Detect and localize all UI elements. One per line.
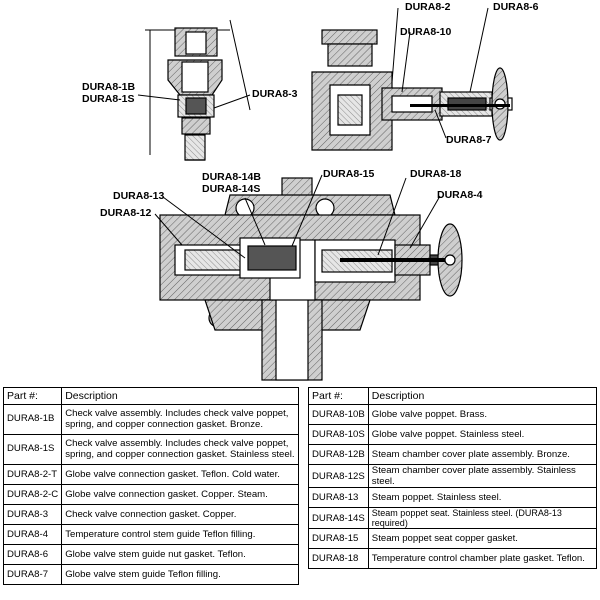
callout-dura8-7: DURA8-7 bbox=[446, 134, 492, 146]
callout-dura8-14s: DURA8-14S bbox=[202, 183, 261, 195]
part-description: Steam chamber cover plate assembly. Bron… bbox=[367, 444, 598, 465]
globe-valve-detail bbox=[311, 29, 513, 151]
callout-dura8-3: DURA8-3 bbox=[252, 88, 298, 100]
part-description: Globe valve connection gasket. Teflon. C… bbox=[61, 464, 299, 485]
part-number: DURA8-2-C bbox=[2, 484, 63, 505]
callout-dura8-6: DURA8-6 bbox=[493, 1, 539, 13]
part-description: Globe valve poppet. Brass. bbox=[367, 404, 598, 425]
header-part: Part #: bbox=[2, 387, 63, 405]
part-description: Check valve connection gasket. Copper. bbox=[61, 504, 299, 525]
callout-dura8-12: DURA8-12 bbox=[100, 207, 152, 219]
part-number: DURA8-13 bbox=[308, 487, 369, 508]
callout-dura8-13: DURA8-13 bbox=[113, 190, 165, 202]
part-description: Temperature control chamber plate gasket… bbox=[367, 548, 598, 569]
part-number: DURA8-10S bbox=[308, 424, 369, 445]
table-header: Part #: Description bbox=[308, 387, 598, 405]
part-number: DURA8-12B bbox=[308, 444, 369, 465]
part-number: DURA8-6 bbox=[2, 544, 63, 565]
part-description: Check valve assembly. Includes check val… bbox=[61, 404, 299, 435]
part-number: DURA8-12S bbox=[308, 464, 369, 488]
part-number: DURA8-18 bbox=[308, 548, 369, 569]
main-assembly bbox=[159, 177, 463, 381]
part-description: Globe valve connection gasket. Copper. S… bbox=[61, 484, 299, 505]
header-description: Description bbox=[367, 387, 598, 405]
part-number: DURA8-4 bbox=[2, 524, 63, 545]
part-description: Steam chamber cover plate assembly. Stai… bbox=[367, 464, 598, 488]
part-description: Globe valve stem guide nut gasket. Teflo… bbox=[61, 544, 299, 565]
header-part: Part #: bbox=[308, 387, 369, 405]
part-description: Steam poppet seat. Stainless steel. (DUR… bbox=[367, 507, 598, 529]
callout-dura8-4: DURA8-4 bbox=[437, 189, 483, 201]
table-header: Part #: Description bbox=[2, 387, 299, 405]
part-number: DURA8-14S bbox=[308, 507, 369, 529]
valve-cross-section-diagram bbox=[137, 7, 513, 381]
part-description: Temperature control stem guide Teflon fi… bbox=[61, 524, 299, 545]
callout-dura8-2: DURA8-2 bbox=[405, 1, 451, 13]
part-number: DURA8-3 bbox=[2, 504, 63, 525]
part-number: DURA8-2-T bbox=[2, 464, 63, 485]
part-description: Steam poppet. Stainless steel. bbox=[367, 487, 598, 508]
part-number: DURA8-1S bbox=[2, 434, 63, 465]
header-description: Description bbox=[61, 387, 299, 405]
check-valve-detail bbox=[145, 19, 251, 161]
part-description: Globe valve poppet. Stainless steel. bbox=[367, 424, 598, 445]
part-number: DURA8-15 bbox=[308, 528, 369, 549]
callout-dura8-1s: DURA8-1S bbox=[82, 93, 135, 105]
callout-dura8-1b: DURA8-1B bbox=[82, 81, 136, 93]
part-description: Globe valve stem guide Teflon filling. bbox=[61, 564, 299, 585]
part-number: DURA8-7 bbox=[2, 564, 63, 585]
callout-dura8-18: DURA8-18 bbox=[410, 168, 462, 180]
callout-dura8-10: DURA8-10 bbox=[400, 26, 452, 38]
leader-lines bbox=[137, 7, 489, 259]
part-description: Steam poppet seat copper gasket. bbox=[367, 528, 598, 549]
callout-dura8-14b: DURA8-14B bbox=[202, 171, 261, 183]
part-number: DURA8-1B bbox=[2, 404, 63, 435]
callout-dura8-15: DURA8-15 bbox=[323, 168, 375, 180]
part-description: Check valve assembly. Includes check val… bbox=[61, 434, 299, 465]
part-number: DURA8-10B bbox=[308, 404, 369, 425]
